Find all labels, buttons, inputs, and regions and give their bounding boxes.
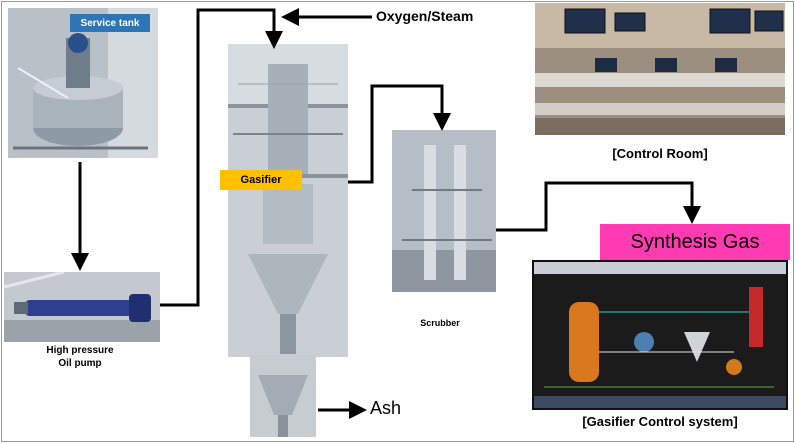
control-screen-illustration: [534, 262, 786, 408]
pump-label-line2: Oil pump: [58, 358, 102, 369]
oxygen-steam-label: Oxygen/Steam: [376, 8, 474, 24]
service-tank-illustration: [8, 8, 158, 158]
ash-label: Ash: [370, 398, 402, 418]
oil-pump-illustration: [4, 272, 160, 342]
service-tank-label: Service tank: [70, 14, 150, 32]
gasifier-photo: [228, 44, 348, 357]
service-tank-photo: [8, 8, 158, 158]
ash-outlet-photo: [250, 355, 316, 437]
pump-to-gasifier-line: [160, 8, 283, 307]
scrubber-label: Scrubber: [420, 318, 460, 328]
gasifier-control-screen: [532, 260, 788, 410]
pump-label-line1: High pressure: [46, 345, 114, 356]
control-room-label: [Control Room]: [612, 146, 708, 161]
gasifier-label: Gasifier: [220, 170, 302, 190]
ash-outlet-illustration: [250, 355, 316, 437]
gasifier-to-scrubber-line: [348, 84, 451, 184]
scrubber-photo: [392, 130, 496, 292]
gasifier-illustration: [228, 44, 348, 357]
synthesis-gas-label: Synthesis Gas: [600, 224, 790, 260]
scrubber-illustration: [392, 130, 496, 292]
oil-pump-photo: [4, 272, 160, 342]
control-room-photo: [535, 3, 785, 135]
scrubber-to-syngas-line: [496, 181, 701, 232]
control-room-illustration: [535, 3, 785, 135]
gasifier-control-label: [Gasifier Control system]: [582, 414, 738, 429]
